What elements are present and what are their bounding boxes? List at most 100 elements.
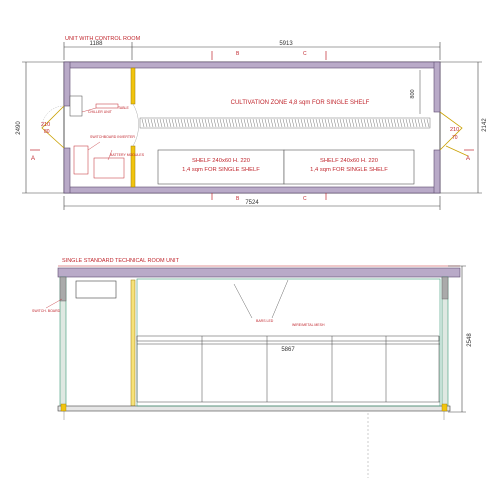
shelf-left-line1: SHELF 240x60 H. 220 — [192, 158, 250, 164]
section-floor — [57, 405, 451, 412]
shelf-rail-hatch — [141, 118, 430, 128]
section-shelf-posts — [136, 336, 440, 402]
rail-hatch-line — [234, 118, 238, 128]
rail-hatch-line — [414, 118, 418, 128]
rail-hatch-line — [390, 118, 394, 128]
section-b-marker: B — [236, 51, 240, 57]
rail-hatch-line — [204, 118, 208, 128]
rail-hatch-line — [411, 118, 415, 128]
rail-hatch-line — [315, 118, 319, 128]
rail-hatch-line — [243, 118, 247, 128]
rail-hatch-line — [150, 118, 154, 128]
rail-hatch-line — [423, 118, 427, 128]
cultivation-zone-label: CULTIVATION ZONE 4,8 sqm FOR SINGLE SHEL… — [231, 100, 370, 106]
rail-hatch-line — [375, 118, 379, 128]
rail-hatch-line — [384, 118, 388, 128]
label-chiller: CHILLER UNIT — [88, 110, 113, 114]
rail-hatch-line — [321, 118, 325, 128]
rail-hatch-line — [165, 118, 169, 128]
section-title: SINGLE STANDARD TECHNICAL ROOM UNIT — [62, 258, 180, 264]
section-c-marker: C — [303, 51, 307, 57]
plan-right-door-leaf — [445, 145, 469, 157]
rail-hatch-line — [177, 118, 181, 128]
rail-hatch-line — [144, 118, 148, 128]
rail-hatch-line — [309, 118, 313, 128]
section-switchboard — [75, 280, 117, 299]
bottom-dimension — [63, 196, 441, 210]
section-roof — [57, 267, 461, 278]
rail-hatch-line — [222, 118, 226, 128]
rail-hatch-line — [426, 118, 430, 128]
rail-hatch-line — [195, 118, 199, 128]
rail-hatch-line — [336, 118, 340, 128]
rail-hatch-line — [291, 118, 295, 128]
dim-door-left-bottom: 80 — [44, 129, 50, 135]
section-height-dimension — [448, 265, 466, 413]
plan-top-wall — [63, 61, 441, 69]
rail-hatch-line — [219, 118, 223, 128]
control-room-wiring — [81, 107, 113, 161]
section-markers-bottom — [211, 193, 327, 200]
rail-hatch-line — [345, 118, 349, 128]
rail-hatch-line — [330, 118, 334, 128]
rail-hatch-line — [357, 118, 361, 128]
chiller-unit — [69, 95, 83, 117]
label-switchboard: SWITCHBOARD INVERTER — [90, 135, 135, 139]
rail-hatch-line — [255, 118, 259, 128]
shelf-left — [157, 149, 285, 185]
rail-hatch-line — [303, 118, 307, 128]
rail-hatch-line — [246, 118, 250, 128]
plan-partition-upper — [130, 67, 136, 105]
section-a-right: A — [466, 156, 470, 162]
rail-hatch-line — [324, 118, 328, 128]
section-view: SINGLE STANDARD TECHNICAL ROOM UNIT SWIT… — [32, 258, 473, 478]
rail-hatch-line — [213, 118, 217, 128]
rail-hatch-line — [282, 118, 286, 128]
rail-hatch-line — [381, 118, 385, 128]
rail-hatch-line — [402, 118, 406, 128]
section-left-wall-top — [59, 276, 67, 302]
rail-hatch-line — [156, 118, 160, 128]
plan-right-wall-lower — [433, 149, 441, 194]
rail-hatch-line — [366, 118, 370, 128]
label-battery: BATTERY MODULES — [110, 153, 145, 157]
section-partition — [130, 279, 136, 407]
dim-section-height: 2548 — [467, 333, 473, 347]
rail-hatch-line — [327, 118, 331, 128]
label-mesh: WIRE/METAL MESH — [292, 323, 325, 327]
section-a-left: A — [31, 156, 35, 162]
rail-hatch-line — [231, 118, 235, 128]
rail-hatch-line — [210, 118, 214, 128]
rail-hatch-line — [180, 118, 184, 128]
rail-hatch-line — [351, 118, 355, 128]
rail-hatch-line — [408, 118, 412, 128]
dim-control-room: 1188 — [90, 41, 104, 47]
rail-hatch-line — [312, 118, 316, 128]
rail-hatch-line — [270, 118, 274, 128]
rail-hatch-line — [396, 118, 400, 128]
rail-hatch-line — [153, 118, 157, 128]
left-height-dimension — [22, 61, 64, 194]
rail-hatch-line — [333, 118, 337, 128]
rail-hatch-line — [348, 118, 352, 128]
led-leader — [233, 283, 253, 319]
rail-hatch-line — [237, 118, 241, 128]
rail-hatch-line — [228, 118, 232, 128]
plan-right-wall-upper — [433, 61, 441, 113]
right-height-dimension — [440, 61, 482, 194]
rail-hatch-line — [159, 118, 163, 128]
dim-door-left-top: 210 — [41, 122, 50, 128]
plan-title: UNIT WITH CONTROL ROOM — [65, 36, 141, 42]
table — [95, 103, 119, 109]
rail-hatch-line — [279, 118, 283, 128]
rail-hatch-line — [264, 118, 268, 128]
rail-hatch-line — [405, 118, 409, 128]
battery-modules — [93, 157, 125, 179]
plan-left-wall-lower — [63, 147, 71, 194]
label-table: TABLE — [118, 106, 129, 110]
rail-hatch-line — [273, 118, 277, 128]
rail-hatch-line — [147, 118, 151, 128]
rail-hatch-line — [306, 118, 310, 128]
section-c-marker-bottom: C — [303, 196, 307, 202]
